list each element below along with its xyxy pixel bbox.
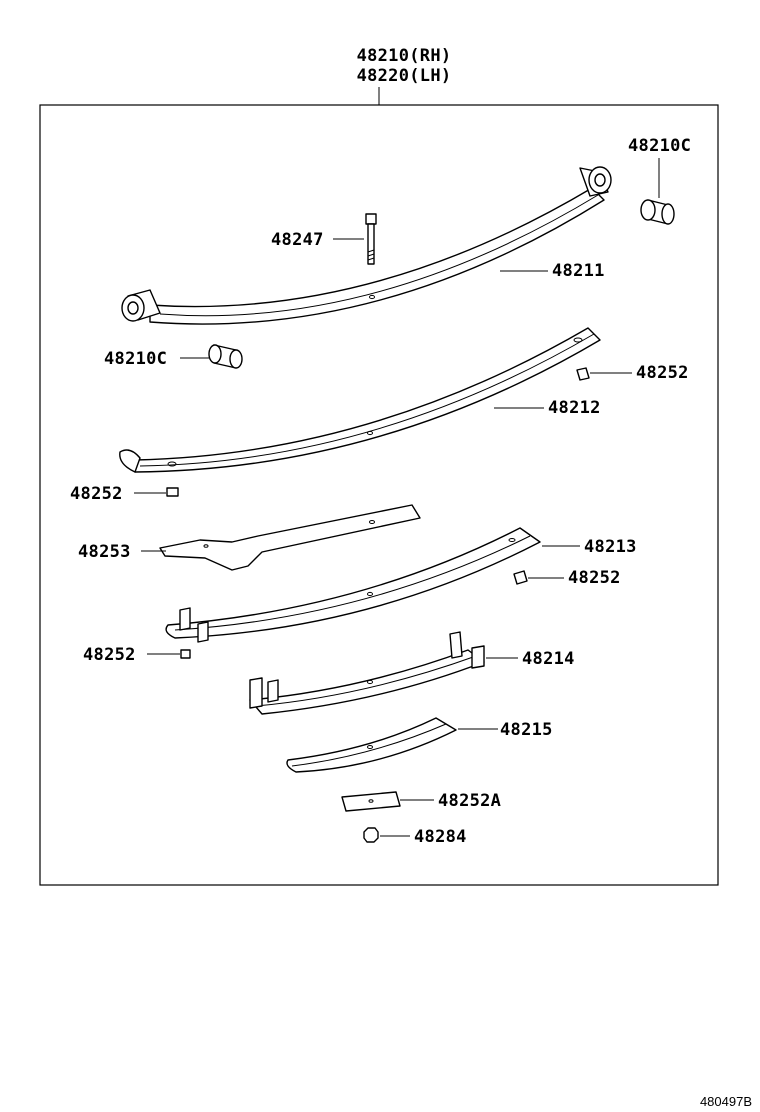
- callout-spacer-left-b: 48252: [83, 645, 136, 665]
- callout-spacer-right-a: 48252: [636, 363, 689, 383]
- callout-bushing-top: 48210C: [628, 136, 691, 156]
- callout-nut: 48284: [414, 827, 467, 847]
- callout-clip-pad: 48252A: [438, 791, 501, 811]
- callout-bolt: 48247: [271, 230, 324, 250]
- main-leaf-48211[interactable]: [149, 187, 605, 325]
- leaf-48214[interactable]: [249, 631, 485, 715]
- assembly-label-rh: 48210(RH): [357, 46, 452, 66]
- spring-eye-rear: [579, 166, 612, 197]
- spacer-48252-left-a[interactable]: [166, 487, 179, 497]
- bushing-48210c-left[interactable]: [208, 344, 243, 369]
- callout-spacer-left-a: 48252: [70, 484, 123, 504]
- spacer-48252-right-b[interactable]: [513, 570, 528, 585]
- leaf-48213[interactable]: [165, 527, 541, 643]
- nut-48284[interactable]: [363, 827, 379, 843]
- spring-eye-front: [121, 289, 161, 322]
- leaf-48215[interactable]: [286, 717, 457, 773]
- callout-leaf1: 48211: [552, 261, 605, 281]
- callout-leaf5: 48215: [500, 720, 553, 740]
- clip-pad-48252a[interactable]: [341, 791, 401, 812]
- assembly-frame: [39, 104, 719, 886]
- center-bolt-48247[interactable]: [365, 213, 377, 265]
- figure-id: 480497B: [700, 1094, 752, 1109]
- callout-leaf4: 48214: [522, 649, 575, 669]
- callout-bushing-left: 48210C: [104, 349, 167, 369]
- assembly-label-lh: 48220(LH): [357, 66, 452, 86]
- liner-48253[interactable]: [159, 504, 421, 571]
- leaf-48212[interactable]: [119, 327, 601, 473]
- callout-leaf2: 48212: [548, 398, 601, 418]
- callout-spacer-right-b: 48252: [568, 568, 621, 588]
- spacer-48252-right-a[interactable]: [576, 367, 590, 381]
- bushing-48210c-top[interactable]: [640, 199, 675, 225]
- callout-liner: 48253: [78, 542, 131, 562]
- spacer-48252-left-b[interactable]: [180, 649, 191, 659]
- callout-leaf3: 48213: [584, 537, 637, 557]
